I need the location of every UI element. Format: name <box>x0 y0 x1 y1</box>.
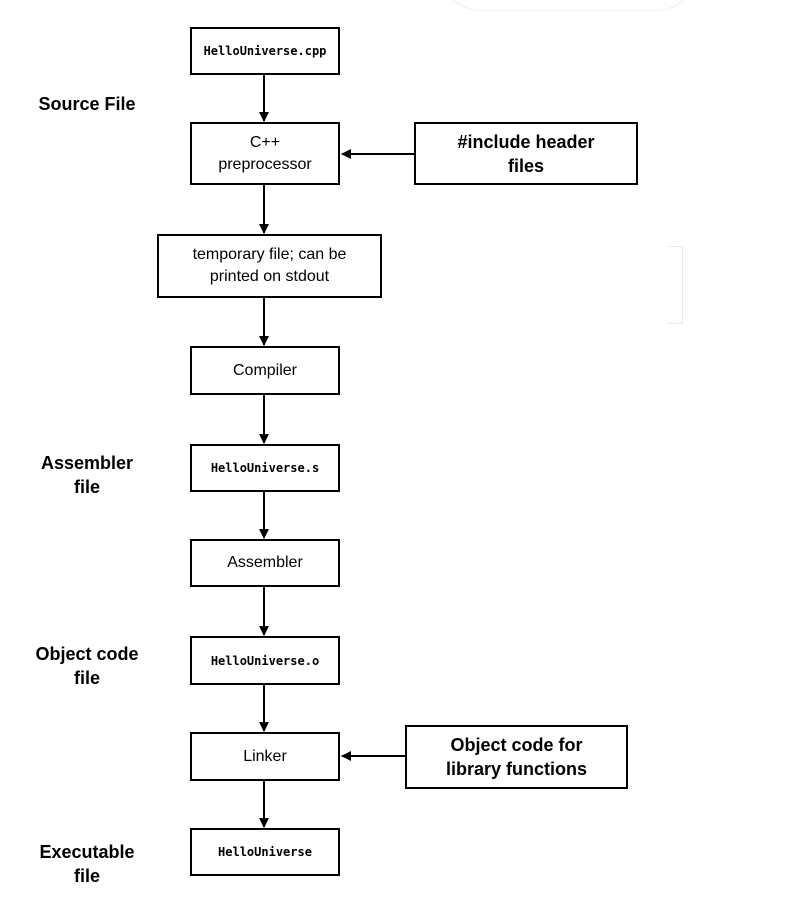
source-file-name: HelloUniverse.cpp <box>203 44 327 58</box>
temporary-file-label: temporary file; can be printed on stdout <box>192 246 347 285</box>
include-headers-label: #include header files <box>457 131 595 176</box>
linker-box: Linker <box>190 732 340 781</box>
compiler-box: Compiler <box>190 346 340 395</box>
assembler-file-stage-label: Assembler file <box>40 453 134 497</box>
compiler-label: Compiler <box>232 361 297 379</box>
preprocessor-box: C++ preprocessor <box>190 122 340 185</box>
object-file-box: HelloUniverse.o <box>190 636 340 685</box>
temporary-file-box: temporary file; can be printed on stdout <box>157 234 382 298</box>
executable-name: HelloUniverse <box>218 845 312 859</box>
preprocessor-label: C++ preprocessor <box>218 133 312 173</box>
source-file-box: HelloUniverse.cpp <box>190 27 340 75</box>
source-file-stage-label: Source File <box>38 94 136 114</box>
library-object-code-box: Object code for library functions <box>405 725 628 789</box>
assembler-label: Assembler <box>227 554 303 571</box>
executable-file-stage-label: Executable file <box>39 842 135 886</box>
assembler-box: Assembler <box>190 539 340 587</box>
object-file-name: HelloUniverse.o <box>210 653 320 668</box>
assembler-file-name: HelloUniverse.s <box>210 461 320 475</box>
linker-label: Linker <box>243 747 287 765</box>
library-object-code-label: Object code for library functions <box>445 735 588 779</box>
assembler-file-box: HelloUniverse.s <box>190 444 340 492</box>
include-headers-box: #include header files <box>414 122 638 185</box>
object-code-file-stage-label: Object code file <box>35 644 139 688</box>
executable-box: HelloUniverse <box>190 828 340 876</box>
background-artifact-bracket <box>668 246 683 324</box>
